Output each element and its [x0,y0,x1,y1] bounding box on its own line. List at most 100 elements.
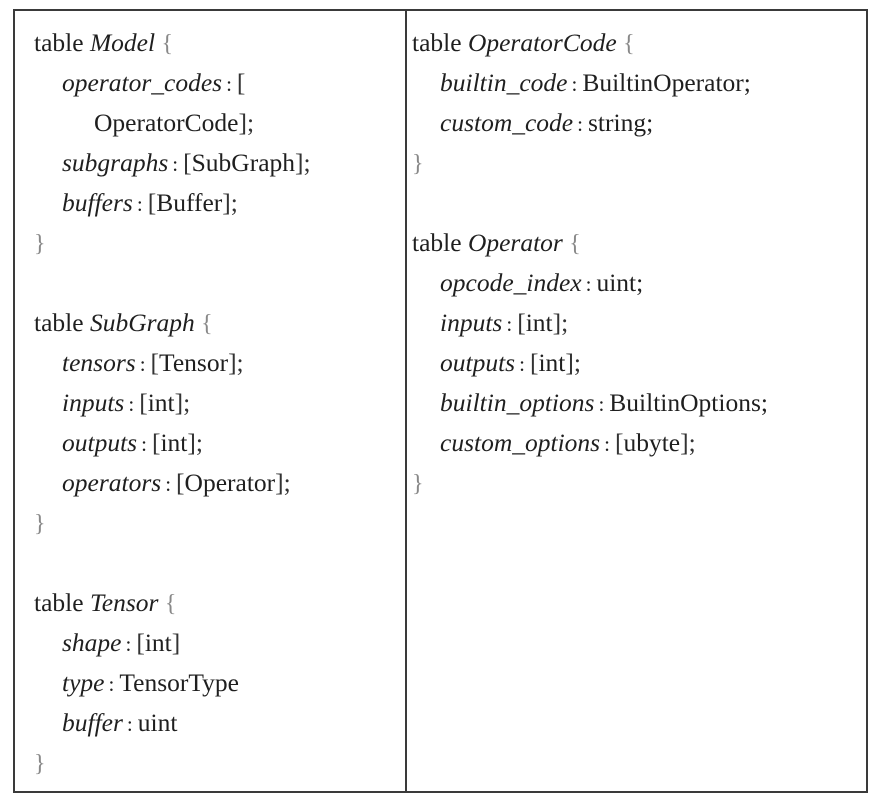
open-bracket: [ [147,188,157,217]
table-name-model: Model [89,28,156,57]
operatorcode-close: } [412,148,424,179]
schema-table: table Model { operator_codes:[ OperatorC… [13,9,868,793]
table-name-subgraph: SubGraph [89,308,195,337]
table-keyword: table [34,308,84,337]
field-type-row: type:TensorType [34,668,239,699]
close-brace: } [412,151,424,177]
field-name: subgraphs [62,148,169,177]
close-brace: } [34,751,46,777]
field-inputs: inputs:[int]; [34,388,190,419]
close-bracket: ]; [565,348,581,377]
field-shape: shape:[int] [34,628,180,659]
open-brace: { [623,31,635,57]
operator-header: table Operator { [412,228,581,259]
field-type: Buffer [156,188,223,217]
table-keyword: table [412,228,462,257]
open-brace: { [164,591,177,617]
field-outputs: outputs:[int]; [412,348,581,379]
close-brace: } [34,511,46,537]
field-colon: : [571,72,578,96]
field-colon: : [125,632,132,656]
field-colon: : [139,352,146,376]
close-bracket: ] [171,628,181,657]
field-type: uint [596,268,637,297]
field-name: tensors [62,348,136,377]
close-bracket: ]; [187,428,203,457]
close-brace: } [412,471,424,497]
field-name: custom_options [440,428,601,457]
field-name: builtin_options [440,388,595,417]
open-bracket: [ [517,308,526,337]
close-bracket: ]; [228,348,244,377]
field-inputs: inputs:[int]; [412,308,568,339]
field-type: int [160,428,188,457]
field-name: buffer [62,708,123,737]
field-colon: : [108,672,115,696]
field-name: builtin_code [440,68,568,97]
field-type: Operator [184,468,276,497]
tensor-close: } [34,748,46,779]
field-name: operator_codes [62,68,223,97]
field-name: outputs [440,348,516,377]
column-divider [405,11,407,791]
field-colon: : [519,352,525,376]
field-type: BuiltinOperator [582,68,744,97]
field-colon: : [172,152,179,176]
model-close: } [34,228,46,259]
close-bracket: ]; [680,428,696,457]
field-name: operators [62,468,162,497]
field-name: opcode_index [440,268,582,297]
field-operator-codes: operator_codes:[ [34,68,245,99]
field-type: Tensor [159,348,229,377]
field-buffers: buffers:[Buffer]; [34,188,238,219]
open-brace: { [201,311,213,337]
field-type: string [587,108,647,137]
field-name: shape [62,628,122,657]
field-colon: : [585,272,592,296]
close-bracket: ]; [552,308,569,337]
field-colon: : [165,472,172,496]
open-bracket: [ [136,628,145,657]
operator-close: } [412,468,424,499]
open-brace: { [161,31,173,57]
field-type: ubyte [623,428,681,457]
field-custom-code: custom_code:string; [412,108,653,139]
table-name-operator: Operator [467,228,563,257]
field-colon: : [128,392,135,416]
field-builtin-options: builtin_options:BuiltinOptions; [412,388,768,419]
field-colon: : [136,192,143,216]
table-name-tensor: Tensor [89,588,159,617]
field-colon: : [141,432,147,456]
open-bracket: [ [529,348,539,377]
field-type: int [144,628,172,657]
field-outputs: outputs:[int]; [34,428,203,459]
close-bracket: ]; [222,188,238,217]
field-colon: : [598,392,605,416]
field-type: OperatorCode [94,108,239,137]
subgraph-header: table SubGraph { [34,308,213,339]
close-brace: } [34,231,46,257]
field-name: type [62,668,105,697]
field-semicolon: ; [760,388,768,417]
open-bracket: [ [176,468,185,497]
field-type: uint [137,708,178,737]
open-bracket: [ [614,428,624,457]
field-colon: : [577,112,583,136]
subgraph-close: } [34,508,46,539]
field-type: int [147,388,175,417]
field-builtin-code: builtin_code:BuiltinOperator; [412,68,751,99]
field-colon: : [226,72,232,96]
table-keyword: table [34,28,84,57]
close-bracket: ]; [295,148,311,177]
field-subgraphs: subgraphs:[SubGraph]; [34,148,311,179]
open-bracket: [ [236,68,246,97]
close-bracket: ]; [174,388,191,417]
field-semicolon: ; [743,68,751,97]
field-type: int [525,308,553,337]
close-bracket: ]; [238,108,255,137]
open-bracket: [ [151,428,161,457]
table-keyword: table [34,588,84,617]
field-custom-options: custom_options:[ubyte]; [412,428,696,459]
open-bracket: [ [150,348,160,377]
field-buffer: buffer:uint [34,708,177,739]
